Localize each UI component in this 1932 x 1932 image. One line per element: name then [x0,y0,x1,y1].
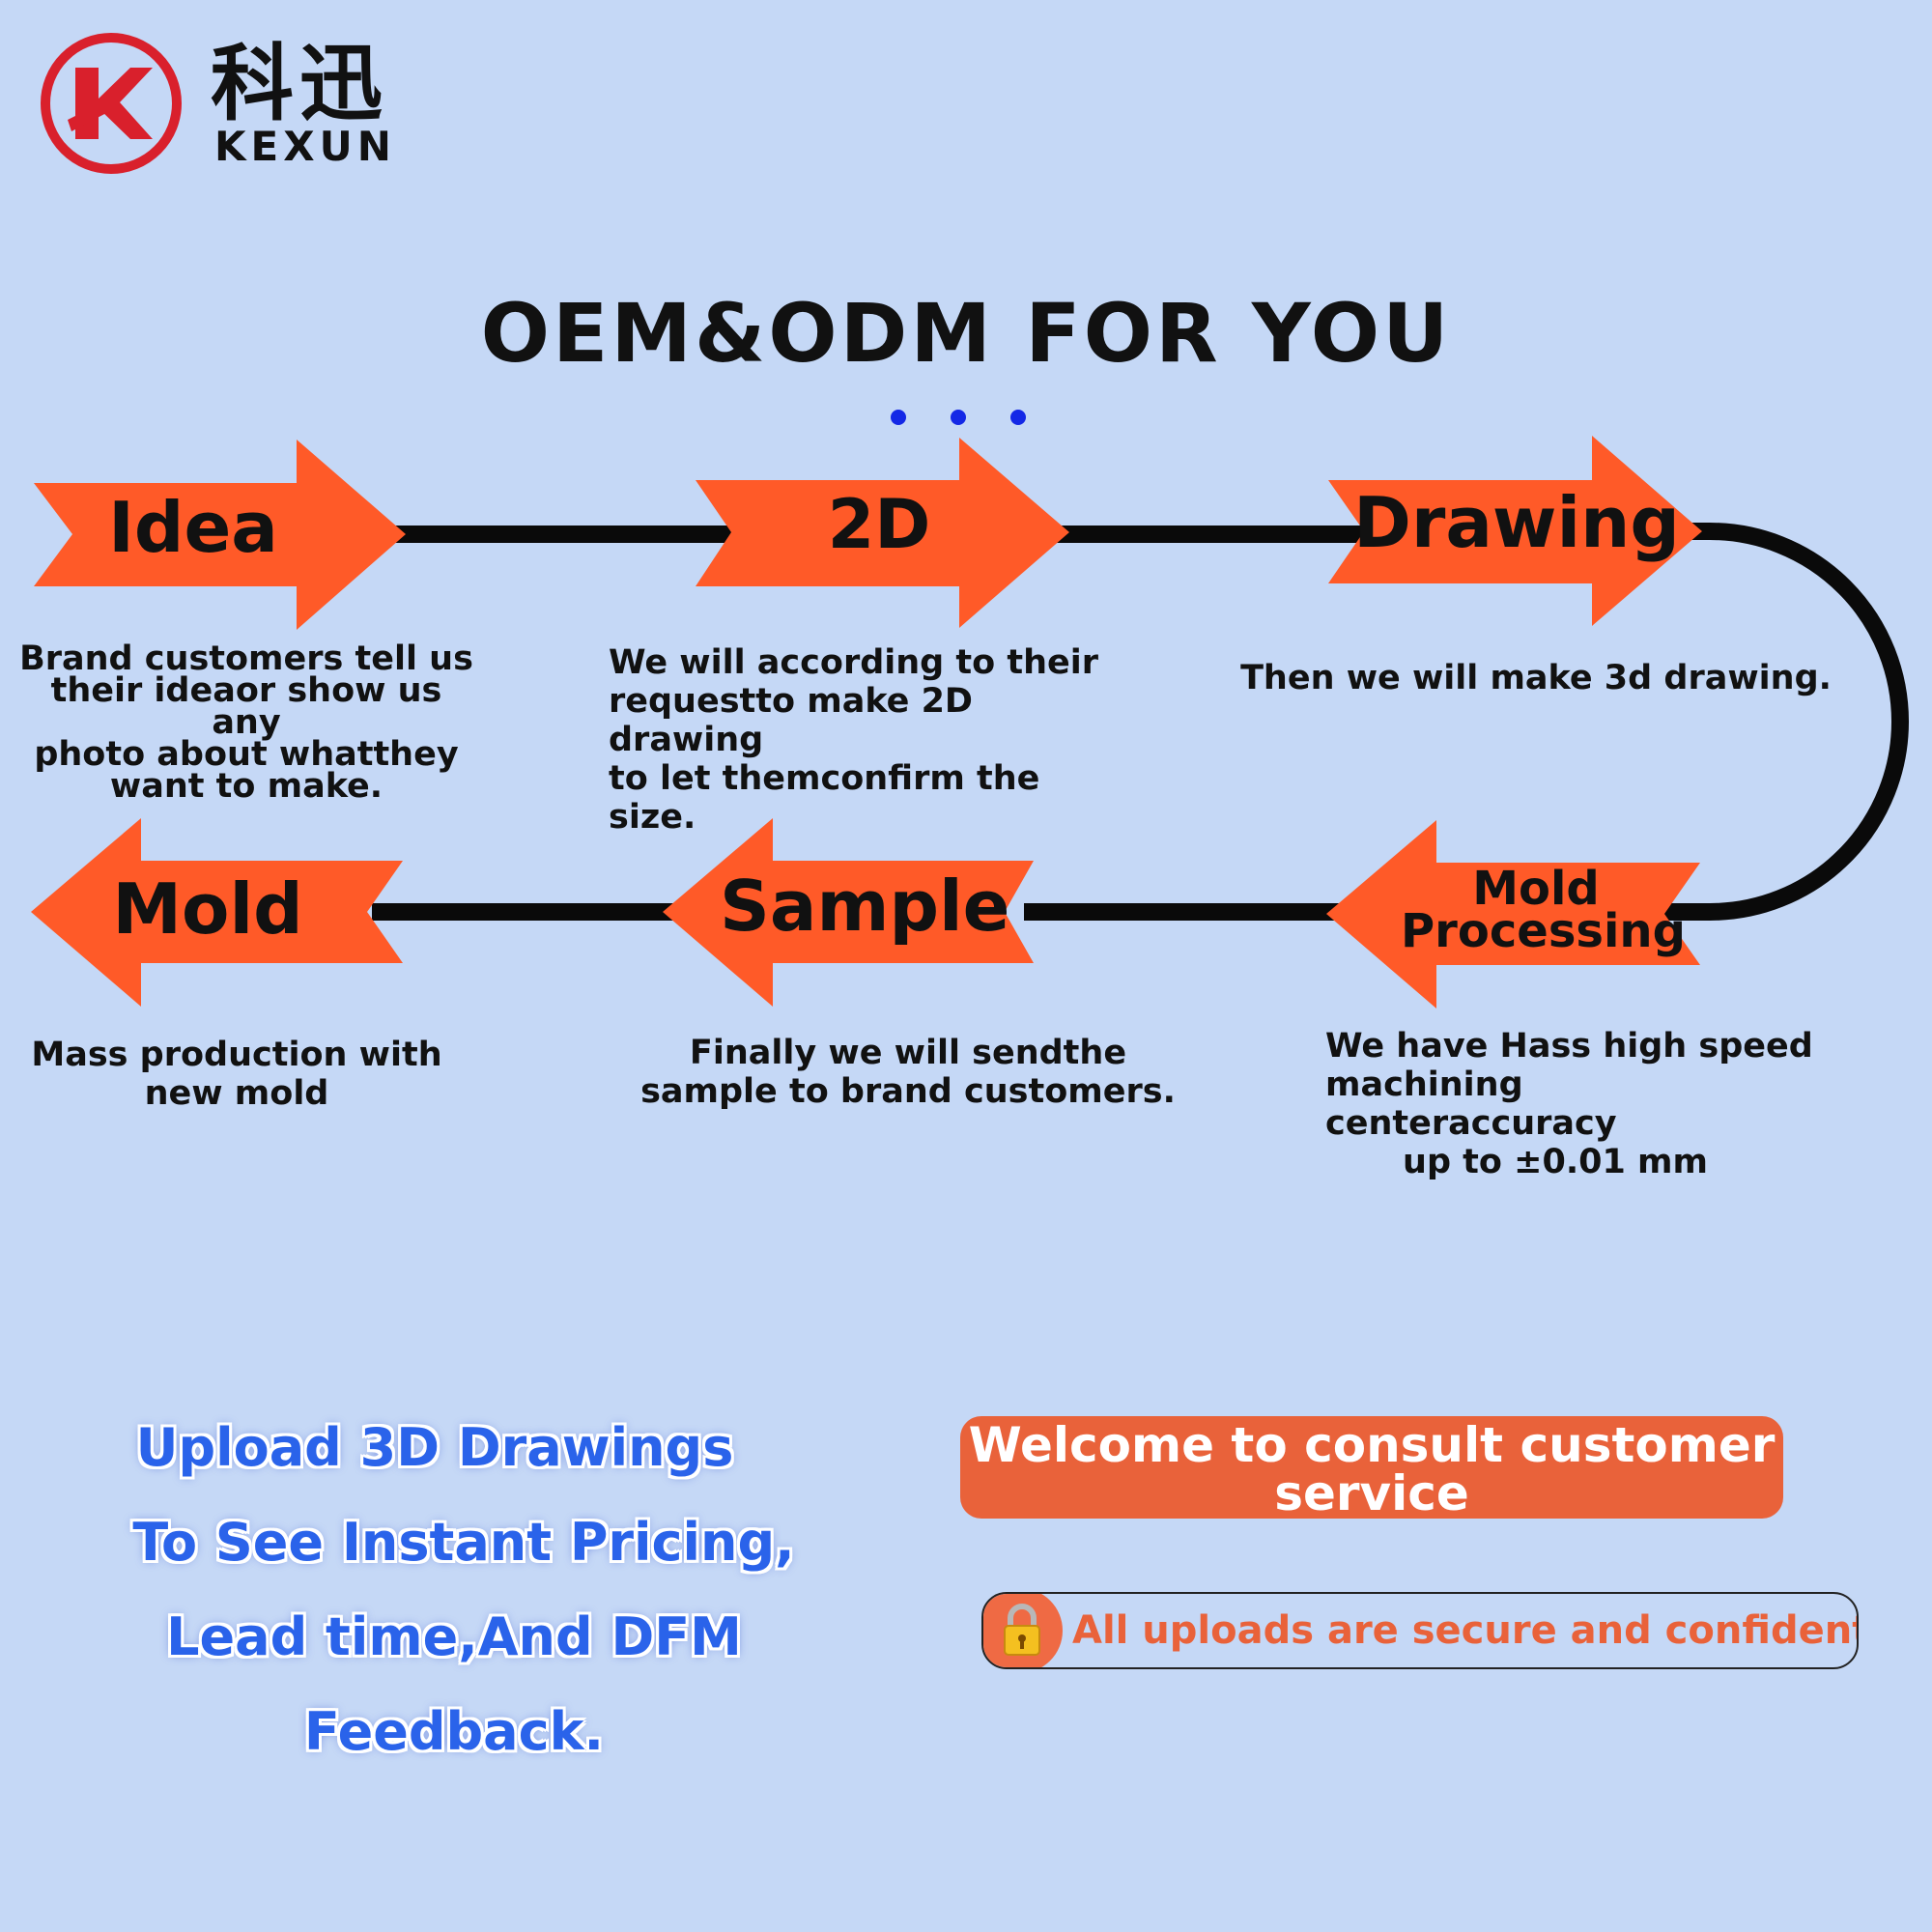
brand-name-en: KEXUN [214,123,396,170]
step-label-line: Processing [1401,904,1686,958]
step-description-drawing: Then we will make 3d drawing. [1227,659,1845,697]
step-description-idea: Brand customers tell us their ideaor sho… [14,639,478,806]
description-line: requestto make 2D drawing [609,682,973,759]
step-label-idea: Idea [108,487,278,568]
description-line: up to ±0.01 mm [1403,1143,1708,1181]
description-line: Brand customers tell us [19,639,473,678]
connector-curve [1662,523,1909,921]
brand-name-cn: 科迅 [211,36,388,132]
step-label-line: Mold [1472,862,1600,916]
step-label-sample: Sample [720,866,1010,947]
consult-customer-service-button[interactable]: Welcome to consult customer service [960,1416,1783,1519]
secure-uploads-badge: All uploads are secure and confidential. [981,1592,1859,1669]
step-arrow-2d [696,438,1069,628]
step-arrow-mold [31,818,403,1007]
step-description-mold-processing: We have Hass high speed machining center… [1294,1027,1816,1181]
description-line: We will according to their [609,643,1099,682]
description-line: We have Hass high speed [1325,1027,1813,1065]
description-line: to let themconfirm the size. [609,759,1040,837]
kexun-logo: 科迅 KEXUN [39,31,406,176]
step-arrow-mold-processing [1326,820,1700,1009]
upload-cta-text: Upload 3D Drawings To See Instant Pricin… [19,1401,889,1779]
secure-uploads-text: All uploads are secure and confidential. [1072,1608,1859,1653]
step-description-sample: Finally we will sendthe sample to brand … [638,1034,1179,1111]
step-label-mold-processing: Mold Processing [1401,862,1686,958]
consult-button-line: Welcome to consult customer [968,1417,1776,1473]
lock-icon [1004,1604,1040,1656]
step-label-2d: 2D [827,485,931,564]
description-line: sample to brand customers. [640,1072,1176,1111]
description-line: want to make. [109,767,384,806]
description-line: Mass production with [31,1036,442,1074]
description-line: machining centeraccuracy [1325,1065,1617,1143]
description-line: their ideaor show us any [50,671,442,742]
upload-line: Lead time,And DFM Feedback. [166,1606,742,1762]
step-arrow-idea [34,440,406,630]
step-arrow-drawing [1328,436,1702,626]
upload-line: To See Instant Pricing, [132,1512,795,1573]
description-line: Finally we will sendthe [689,1034,1127,1072]
decor-dot [891,410,906,425]
decor-dot [1010,410,1026,425]
description-line: new mold [144,1074,329,1113]
step-description-mold: Mass production with new mold [29,1036,444,1113]
consult-button-line: service [1274,1465,1469,1521]
description-line: photo about whatthey [34,735,459,774]
step-arrow-sample [663,818,1034,1007]
upload-line: Upload 3D Drawings [135,1417,734,1478]
step-label-mold: Mold [112,868,303,950]
step-description-2d: We will according to their requestto mak… [609,643,1130,837]
decor-dot [951,410,966,425]
page-title: OEM&ODM FOR YOU [480,286,1452,381]
kexun-logo-mark-icon [41,33,182,174]
step-label-drawing: Drawing [1353,482,1680,563]
description-line: Then we will make 3d drawing. [1240,659,1832,697]
